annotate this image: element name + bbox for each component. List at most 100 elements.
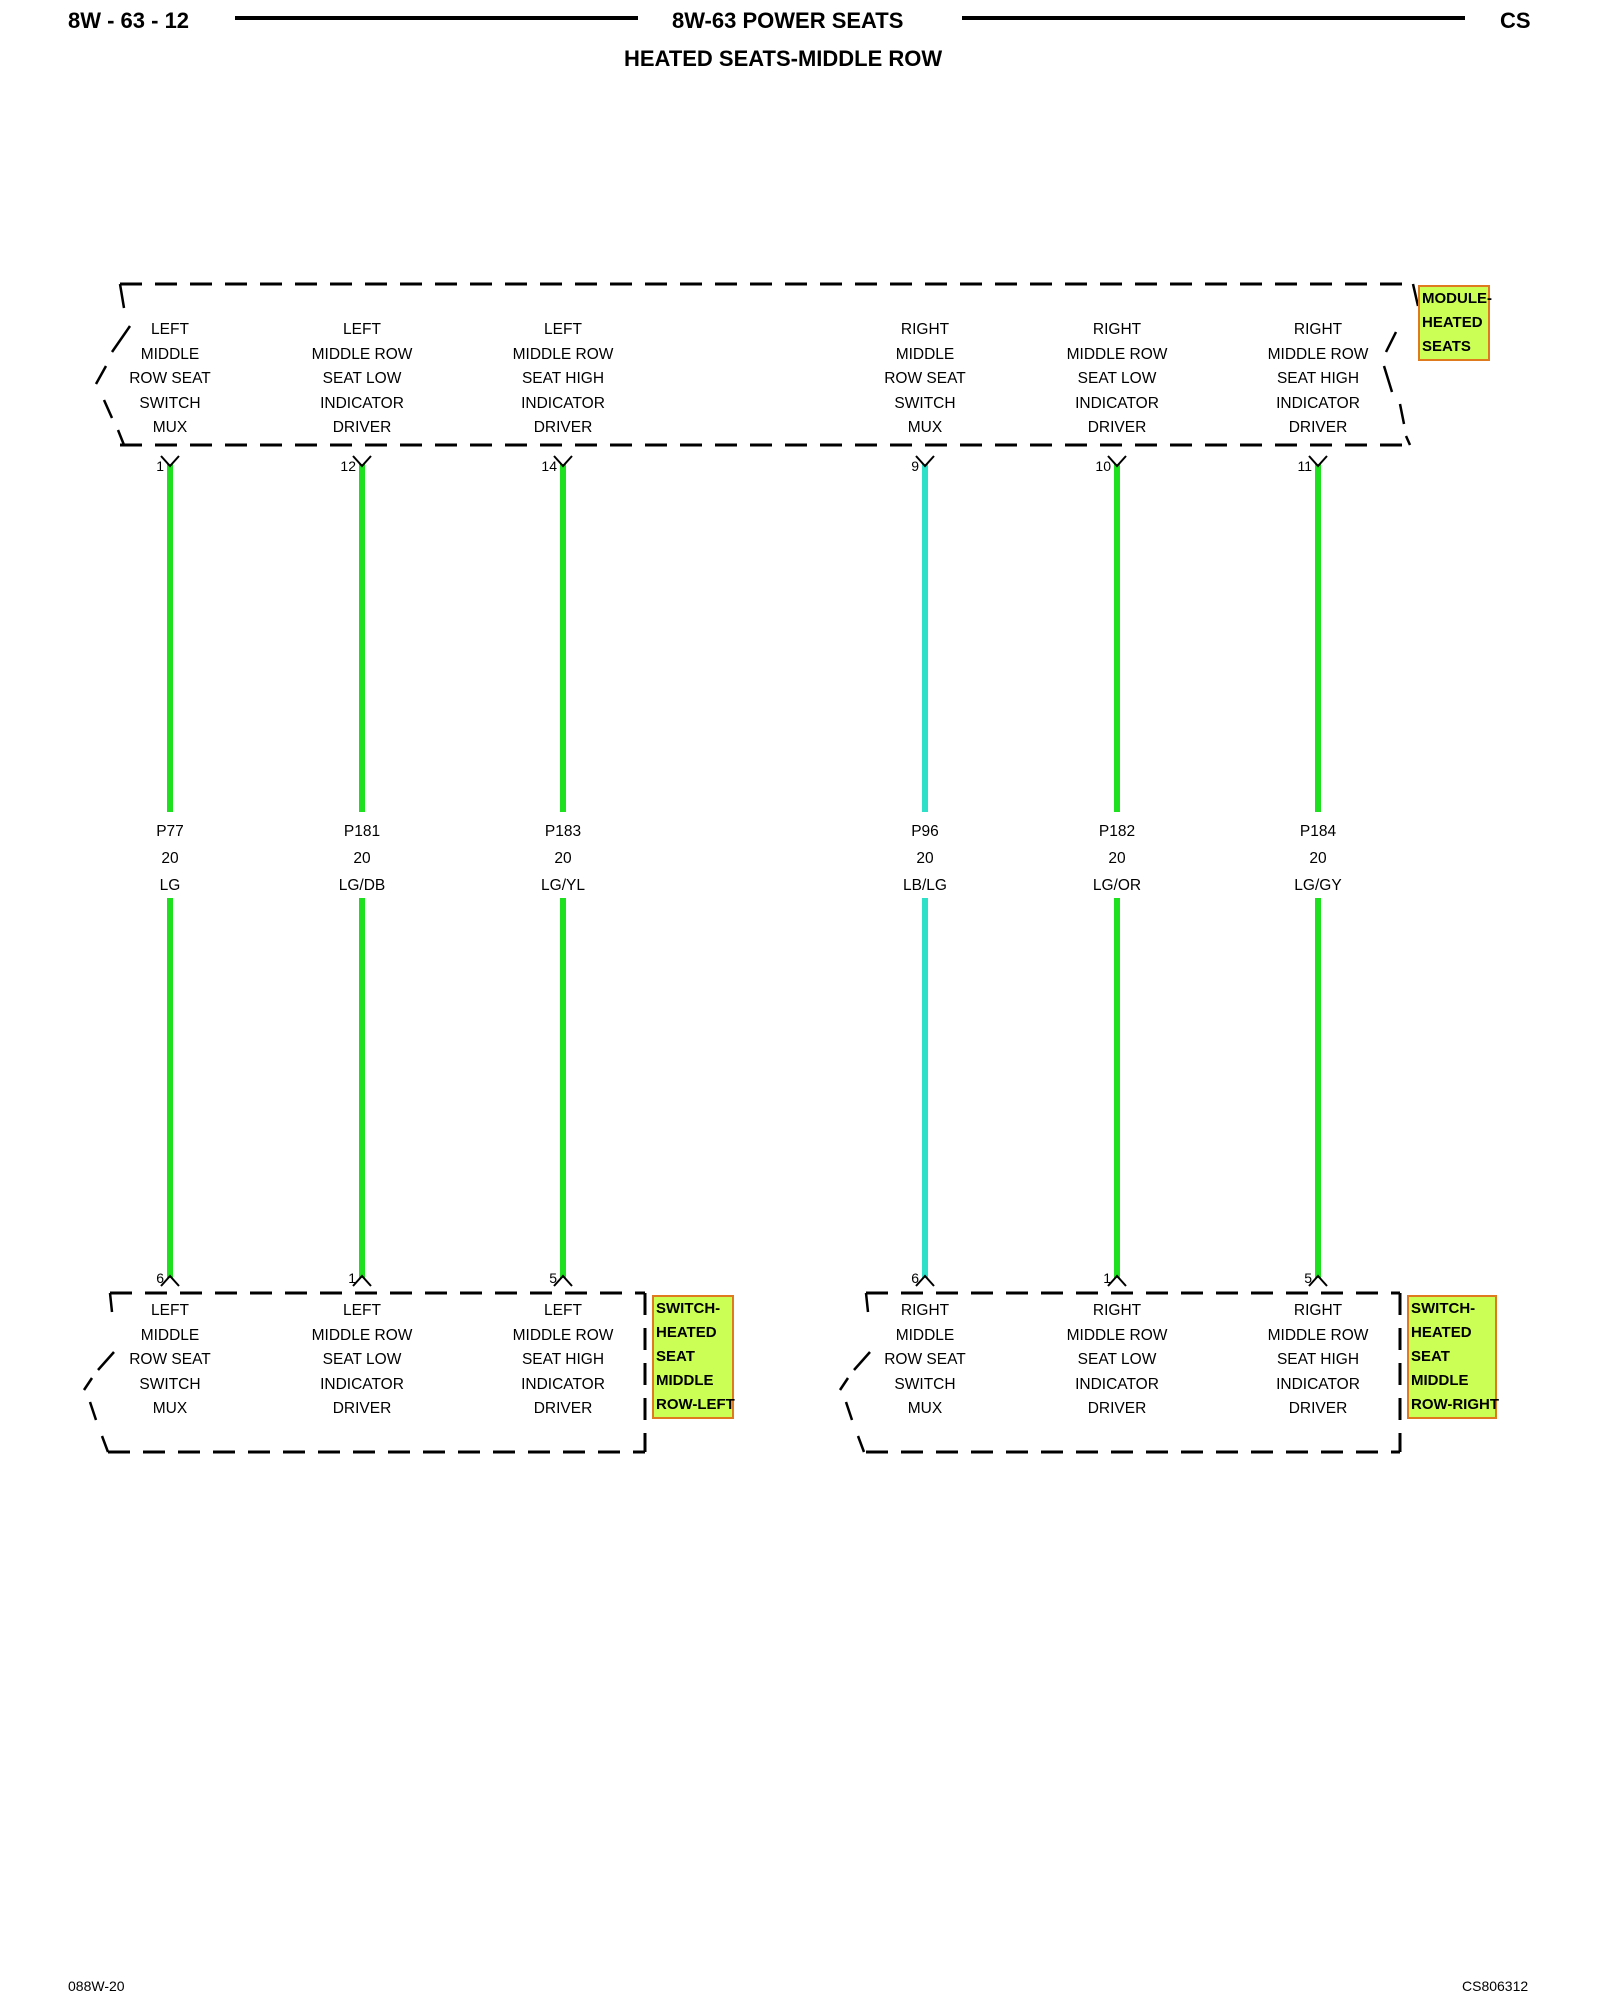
wire-circuit: P181 (343, 823, 381, 840)
circuit-label-line: MIDDLE ROW (512, 345, 614, 363)
circuit-label-line: INDICATOR (320, 394, 404, 412)
switch-heated-seat-left-tag: SWITCH- HEATED SEAT MIDDLE ROW-LEFT (652, 1295, 735, 1419)
circuit-label-line: MIDDLE (895, 1326, 955, 1344)
circuit-label-line: ROW SEAT (129, 370, 211, 387)
circuit-label-line: MIDDLE (895, 345, 955, 363)
wire-circuit: P183 (544, 823, 582, 840)
module-pin-number: 12 (340, 458, 356, 474)
wire-gauge: 20 (353, 850, 371, 867)
circuit-label-line: INDICATOR (1075, 394, 1159, 412)
wire-gauge: 20 (161, 850, 179, 867)
circuit-label-line: SEAT LOW (322, 1351, 402, 1368)
tag-line: HEATED (1422, 314, 1483, 331)
circuit-label-line: SWITCH (894, 394, 956, 412)
circuit-label-line: MIDDLE (140, 345, 200, 363)
module-outline (120, 282, 1413, 447)
module-heated-seats-tag: MODULE- HEATED SEATS (1418, 285, 1492, 361)
switch-pin-number: 6 (911, 1270, 919, 1286)
circuit-label-line: SEAT LOW (1077, 1351, 1157, 1368)
circuit-label-line: LEFT (544, 1302, 582, 1319)
circuit-label-line: INDICATOR (1276, 1375, 1360, 1393)
circuit-label-line: RIGHT (1092, 1302, 1142, 1319)
switch-pin-terminal (1107, 1274, 1127, 1287)
switch-right-outline (866, 1291, 1402, 1454)
circuit-label-line: RIGHT (900, 321, 950, 338)
tag-line: SEAT (1411, 1348, 1450, 1365)
wire-circuit: P184 (1299, 823, 1337, 840)
switch-right-break (838, 1292, 871, 1453)
circuit-label-line: MUX (907, 419, 943, 436)
circuit-label-line: MIDDLE ROW (1066, 345, 1168, 363)
switch-pin-number: 1 (1103, 1270, 1111, 1286)
wire-circuit: P182 (1098, 823, 1136, 840)
wire-gauge: 20 (554, 850, 572, 867)
switch-pin-number: 1 (348, 1270, 356, 1286)
module-pin-terminal (1107, 455, 1127, 468)
switch-pin-terminal (1308, 1274, 1328, 1287)
switch-pin-terminal (553, 1274, 573, 1287)
circuit-label-line: INDICATOR (1075, 1375, 1159, 1393)
tag-line: SWITCH- (1411, 1300, 1476, 1317)
wire-color: LG/DB (338, 877, 386, 894)
page-ref: 8W - 63 - 12 (68, 8, 190, 33)
circuit-label-line: LEFT (151, 321, 189, 338)
wire-color: LG/GY (1294, 877, 1342, 894)
module-pin-terminal (553, 455, 573, 468)
section-title: 8W-63 POWER SEATS (672, 8, 904, 33)
tag-line: SEAT (656, 1348, 695, 1365)
module-pin-number: 11 (1297, 458, 1312, 474)
circuit-label-line: SWITCH (139, 1375, 201, 1393)
module-break-left (94, 283, 1420, 446)
circuit-label-line: MIDDLE ROW (311, 1326, 413, 1344)
switch-pin-number: 6 (156, 1270, 164, 1286)
module-pin-terminal (1308, 455, 1328, 468)
circuit-label-line: MIDDLE ROW (1267, 1326, 1369, 1344)
circuit-label-line: SEAT HIGH (521, 1351, 605, 1368)
circuit-label-line: INDICATOR (1276, 394, 1360, 412)
switch-left-break (82, 1292, 115, 1453)
tag-line: SEATS (1422, 338, 1471, 355)
circuit-label-line: LEFT (544, 321, 582, 338)
circuit-label-line: MIDDLE ROW (1066, 1326, 1168, 1344)
wire-circuit: P96 (911, 823, 939, 840)
circuit-label-line: SWITCH (139, 394, 201, 412)
section-code: CS (1500, 8, 1531, 33)
circuit-label-line: MIDDLE (140, 1326, 200, 1344)
circuit-label-line: MIDDLE ROW (1267, 345, 1369, 363)
wire-gauge: 20 (1108, 850, 1126, 867)
switch-pin-number: 5 (1304, 1270, 1312, 1286)
switch-left-outline (108, 1291, 647, 1454)
circuit-label-line: DRIVER (533, 1400, 593, 1417)
tag-line: SWITCH- (656, 1300, 721, 1317)
circuit-label-line: SEAT LOW (1077, 370, 1157, 387)
wire-color: LG (159, 877, 181, 894)
module-pin-number: 1 (156, 458, 164, 474)
module-pin-terminal (160, 455, 180, 468)
circuit-label-line: MUX (907, 1400, 943, 1417)
tag-line: MODULE- (1422, 290, 1492, 307)
wire-circuit: P77 (156, 823, 184, 840)
module-pin-number: 10 (1095, 458, 1111, 474)
circuit-label-line: RIGHT (1293, 321, 1343, 338)
page-subtitle: HEATED SEATS-MIDDLE ROW (624, 46, 943, 71)
circuit-label-line: RIGHT (1293, 1302, 1343, 1319)
circuit-label-line: SEAT LOW (322, 370, 402, 387)
tag-line: MIDDLE (656, 1372, 714, 1389)
circuit-label-line: LEFT (343, 1302, 381, 1319)
switch-pin-terminal (352, 1274, 372, 1287)
wire-gauge: 20 (916, 850, 934, 867)
circuit-label-line: INDICATOR (521, 1375, 605, 1393)
circuit-label-line: RIGHT (1092, 321, 1142, 338)
